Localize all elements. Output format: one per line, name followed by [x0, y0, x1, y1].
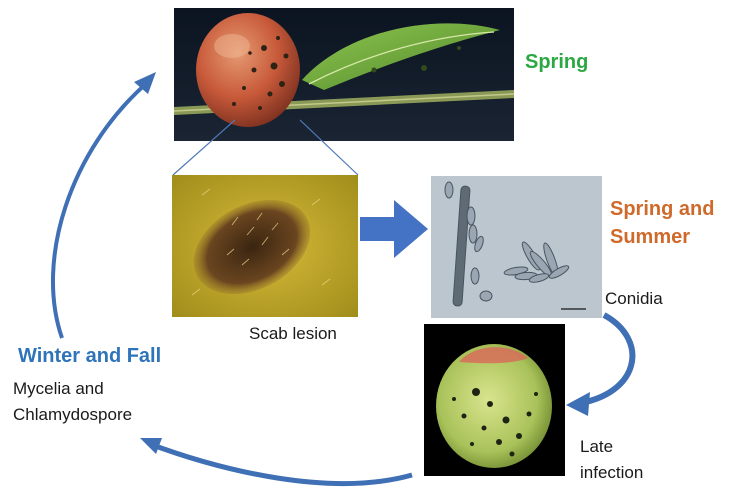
conidia-to-late-arrow [575, 315, 632, 404]
late-to-winter-arrowhead [140, 438, 162, 454]
late-to-winter-arrow [150, 444, 412, 484]
winter-to-spring-arrow [53, 82, 148, 338]
conidia-to-late-arrowhead [566, 392, 590, 416]
